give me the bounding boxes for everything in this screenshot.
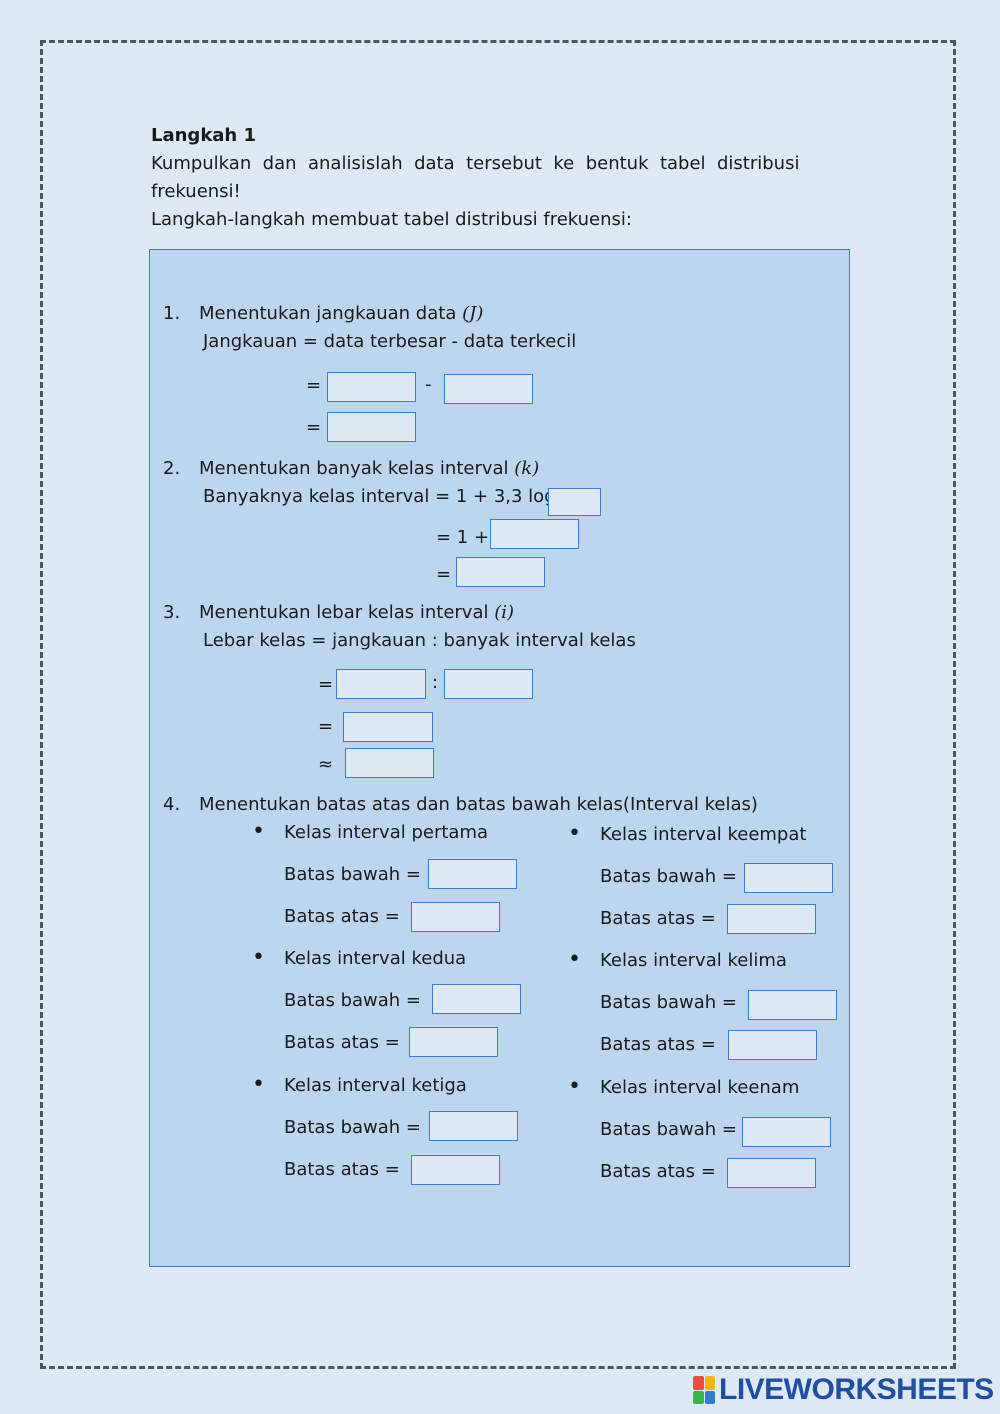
class-1-lower-label: Batas bawah = — [284, 864, 421, 885]
bullet: • — [568, 1074, 581, 1099]
liveworksheets-logo-icon — [693, 1376, 715, 1404]
logo-tile-green — [693, 1390, 704, 1404]
step2-formula: Banyaknya kelas interval = 1 + 3,3 log — [203, 486, 556, 507]
log-n-input[interactable] — [548, 488, 601, 516]
dashed-page-border — [40, 40, 956, 1369]
class-2-lower-label: Batas bawah = — [284, 990, 421, 1011]
step1-title-text: Menentukan jangkauan data — [199, 303, 457, 324]
class-4-lower-input[interactable] — [744, 863, 833, 893]
bullet: • — [252, 945, 265, 970]
step2-number: 2. — [163, 458, 181, 479]
class-count-input[interactable] — [456, 557, 545, 587]
class-6-lower-label: Batas bawah = — [600, 1119, 737, 1140]
class-5-upper-label: Batas atas = — [600, 1034, 716, 1055]
step3-title: Menentukan lebar kelas interval (i) — [199, 602, 514, 624]
step2-variable: (k) — [514, 458, 540, 479]
class-3-upper-input[interactable] — [411, 1155, 500, 1185]
smallest-data-input[interactable] — [444, 374, 533, 404]
instruction-line-2: frekuensi! — [151, 181, 241, 202]
class-6-upper-input[interactable] — [727, 1158, 816, 1188]
class-3-lower-label: Batas bawah = — [284, 1117, 421, 1138]
class-2-label: Kelas interval kedua — [284, 948, 467, 969]
step-heading: Langkah 1 — [151, 125, 257, 146]
bullet: • — [568, 821, 581, 846]
bullet: • — [252, 819, 265, 844]
step3-number: 3. — [163, 602, 181, 623]
class-3-lower-input[interactable] — [429, 1111, 518, 1141]
class-1-lower-input[interactable] — [428, 859, 517, 889]
logo-tile-red — [693, 1376, 704, 1390]
largest-data-input[interactable] — [327, 372, 416, 402]
class-1-upper-input[interactable] — [411, 902, 500, 932]
range-dividend-input[interactable] — [336, 669, 426, 699]
liveworksheets-logo: LIVEWORKSHEETS — [693, 1373, 994, 1406]
step1-equals-1: = — [306, 375, 322, 396]
class-4-label: Kelas interval keempat — [600, 824, 807, 845]
step2-title: Menentukan banyak kelas interval (k) — [199, 458, 539, 480]
class-2-lower-input[interactable] — [432, 984, 521, 1014]
step1-minus: - — [425, 374, 432, 395]
class-6-upper-label: Batas atas = — [600, 1161, 716, 1182]
class-5-lower-input[interactable] — [748, 990, 837, 1020]
step1-formula: Jangkauan = data terbesar - data terkeci… — [203, 331, 577, 352]
step3-colon: : — [432, 672, 439, 693]
step2-equals-2: = — [436, 564, 452, 585]
step2-equals-1: = 1 + — [436, 527, 490, 548]
instruction-line-1: Kumpulkan dan analisislah data tersebut … — [151, 153, 800, 174]
class-4-lower-label: Batas bawah = — [600, 866, 737, 887]
step2-title-text: Menentukan banyak kelas interval — [199, 458, 509, 479]
class-3-upper-label: Batas atas = — [284, 1159, 400, 1180]
step4-number: 4. — [163, 794, 181, 815]
class-4-upper-label: Batas atas = — [600, 908, 716, 929]
step1-number: 1. — [163, 303, 181, 324]
bullet: • — [252, 1072, 265, 1097]
step4-title: Menentukan batas atas dan batas bawah ke… — [199, 794, 758, 815]
logo-text: LIVEWORKSHEETS — [719, 1373, 994, 1406]
step3-variable: (i) — [494, 602, 515, 623]
step1-variable: (J) — [462, 303, 484, 324]
class-1-label: Kelas interval pertama — [284, 822, 489, 843]
class-3-label: Kelas interval ketiga — [284, 1075, 467, 1096]
width-result-input[interactable] — [343, 712, 433, 742]
bullet: • — [568, 947, 581, 972]
log-product-input[interactable] — [490, 519, 579, 549]
step1-equals-2: = — [306, 417, 322, 438]
class-5-upper-input[interactable] — [728, 1030, 817, 1060]
steps-panel — [149, 249, 850, 1267]
class-6-lower-input[interactable] — [742, 1117, 831, 1147]
step3-equals-1: = — [318, 674, 334, 695]
class-2-upper-label: Batas atas = — [284, 1032, 400, 1053]
range-result-input[interactable] — [327, 412, 416, 442]
instruction-line-3: Langkah-langkah membuat tabel distribusi… — [151, 209, 632, 230]
class-1-upper-label: Batas atas = — [284, 906, 400, 927]
class-5-label: Kelas interval kelima — [600, 950, 787, 971]
class-2-upper-input[interactable] — [409, 1027, 498, 1057]
logo-tile-blue — [704, 1390, 715, 1404]
step1-title: Menentukan jangkauan data (J) — [199, 303, 483, 325]
class-5-lower-label: Batas bawah = — [600, 992, 737, 1013]
step3-title-text: Menentukan lebar kelas interval — [199, 602, 489, 623]
class-4-upper-input[interactable] — [727, 904, 816, 934]
width-rounded-input[interactable] — [345, 748, 434, 778]
logo-tile-yellow — [704, 1376, 715, 1390]
step3-approx: ≈ — [318, 754, 334, 775]
class-count-divisor-input[interactable] — [444, 669, 533, 699]
class-6-label: Kelas interval keenam — [600, 1077, 800, 1098]
step3-equals-2: = — [318, 716, 334, 737]
step3-formula: Lebar kelas = jangkauan : banyak interva… — [203, 630, 636, 651]
